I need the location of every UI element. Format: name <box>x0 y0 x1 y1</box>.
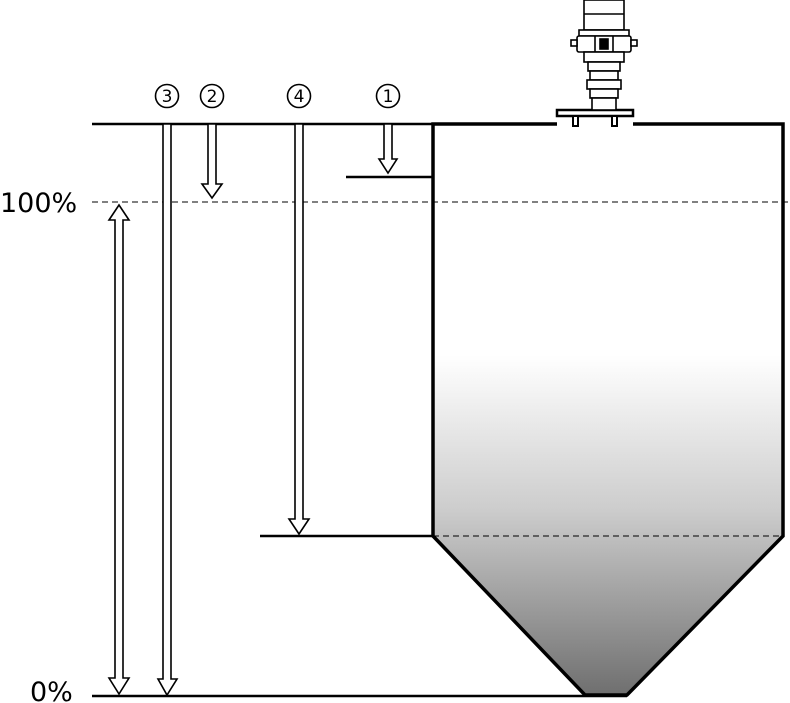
marker-2: 2 <box>199 83 225 109</box>
measuring-span-double-arrow <box>107 203 131 696</box>
arrow-3-empty-distance <box>156 123 179 697</box>
vessel-medium <box>433 180 783 695</box>
marker-1-label: 1 <box>383 87 394 107</box>
flange <box>555 108 635 127</box>
marker-4-label: 4 <box>294 87 305 107</box>
marker-1: 1 <box>375 83 401 109</box>
full-level-label: 100% <box>0 188 77 219</box>
marker-3-label: 3 <box>162 87 173 107</box>
arrow-1-blanking-distance <box>377 123 399 175</box>
marker-2-label: 2 <box>207 87 218 107</box>
radar-sensor-icon <box>570 0 638 111</box>
arrow-4-measured-distance <box>287 123 311 536</box>
marker-4: 4 <box>286 83 312 109</box>
marker-3: 3 <box>154 83 180 109</box>
empty-level-label: 0% <box>30 677 73 703</box>
arrow-2-full-distance <box>200 123 224 200</box>
